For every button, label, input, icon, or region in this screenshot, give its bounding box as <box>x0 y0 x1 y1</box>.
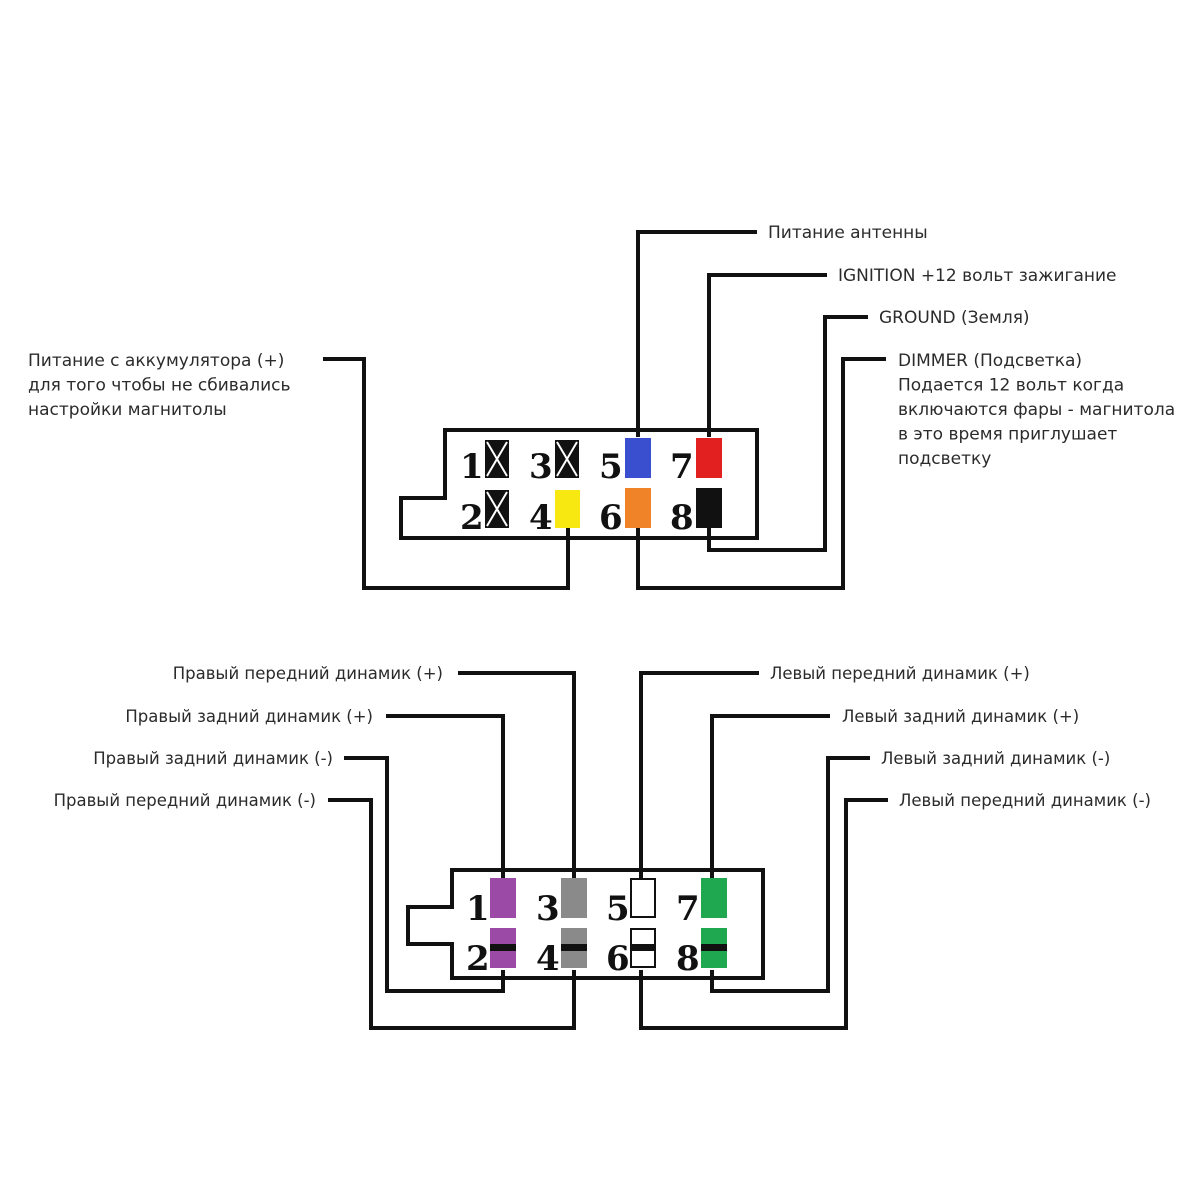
bottom-pin-3-slot <box>561 878 587 918</box>
top-pin-3-unused-mark <box>556 441 578 477</box>
bottom-pin-8: 8 <box>676 928 727 979</box>
bottom-pin-5-number: 5 <box>606 889 630 929</box>
wire-ignition <box>707 273 827 437</box>
label-dimmer: DIMMER (Подсветка) Подается 12 вольт ког… <box>898 351 1181 469</box>
bottom-pin-7-slot <box>701 878 727 918</box>
top-pin-7-slot <box>696 438 722 478</box>
top-pin-5-slot <box>625 438 651 478</box>
label-battery-line-1: Питание с аккумулятора (+) <box>28 351 284 371</box>
bottom-pin-2-number: 2 <box>466 939 490 979</box>
top-connector: 1 2 3 4 5 6 7 8 <box>28 223 1181 590</box>
top-pin-4-slot <box>555 490 580 528</box>
bottom-pin-1: 1 <box>466 878 516 929</box>
label-right-rear-plus: Правый задний динамик (+) <box>125 707 373 726</box>
label-dimmer-line-5: подсветку <box>898 449 991 469</box>
label-left-front-plus: Левый передний динамик (+) <box>770 664 1030 683</box>
top-pin-8: 8 <box>670 488 722 538</box>
top-pin-1-number: 1 <box>460 447 484 487</box>
label-antenna: Питание антенны <box>768 223 928 243</box>
label-left-front-minus: Левый передний динамик (-) <box>899 791 1151 810</box>
label-battery-line-3: настройки магнитолы <box>28 400 227 420</box>
wire-right-front-plus <box>458 671 576 878</box>
label-left-rear-minus: Левый задний динамик (-) <box>881 749 1110 768</box>
label-battery-line-2: для того чтобы не сбивались <box>28 376 291 396</box>
top-pin-4: 4 <box>529 490 580 538</box>
label-ignition: IGNITION +12 вольт зажигание <box>838 266 1117 286</box>
top-pin-1: 1 <box>460 440 509 487</box>
label-right-front-minus: Правый передний динамик (-) <box>54 791 316 810</box>
top-pin-8-slot <box>696 488 722 528</box>
bottom-pin-4: 4 <box>536 928 587 979</box>
bottom-pin-7-number: 7 <box>676 889 700 929</box>
wire-right-rear-plus <box>386 714 505 878</box>
top-pin-8-number: 8 <box>670 498 694 538</box>
label-battery: Питание с аккумулятора (+) для того чтоб… <box>28 351 296 420</box>
wire-left-rear-plus <box>710 714 830 878</box>
label-dimmer-line-4: в это время приглушает <box>898 425 1117 445</box>
bottom-pin-7: 7 <box>676 878 727 929</box>
top-pin-2-unused-mark <box>486 491 508 527</box>
bottom-pin-1-slot <box>490 878 516 918</box>
bottom-pin-8-number: 8 <box>676 939 700 979</box>
top-pin-3-number: 3 <box>529 447 553 487</box>
top-pin-6-slot <box>625 488 651 528</box>
top-pin-6: 6 <box>599 488 651 538</box>
bottom-pin-4-stripe <box>561 944 587 951</box>
top-pin-6-number: 6 <box>599 498 623 538</box>
top-pin-1-unused-mark <box>486 441 508 477</box>
bottom-pin-5-slot <box>630 878 656 918</box>
bottom-pin-3: 3 <box>536 878 587 929</box>
wire-left-front-plus <box>639 671 759 878</box>
bottom-pin-8-stripe <box>701 944 727 951</box>
top-pin-7: 7 <box>670 438 722 487</box>
label-dimmer-line-1: DIMMER (Подсветка) <box>898 351 1082 371</box>
bottom-pin-6: 6 <box>606 928 656 979</box>
bottom-pin-6-stripe <box>631 944 655 951</box>
top-pin-5: 5 <box>599 438 651 487</box>
wire-right-front-minus <box>328 798 576 1030</box>
bottom-pin-6-number: 6 <box>606 939 630 979</box>
bottom-pin-4-number: 4 <box>536 939 560 979</box>
top-pin-2-number: 2 <box>460 498 484 538</box>
top-pin-4-number: 4 <box>529 498 553 538</box>
label-right-rear-minus: Правый задний динамик (-) <box>93 749 333 768</box>
top-pin-3: 3 <box>529 440 579 487</box>
top-pin-7-number: 7 <box>670 447 694 487</box>
bottom-pin-3-number: 3 <box>536 889 560 929</box>
wire-dimmer <box>636 357 886 590</box>
label-dimmer-line-3: включаются фары - магнитола <box>898 400 1175 420</box>
wire-left-rear-minus <box>710 756 870 993</box>
bottom-pin-1-number: 1 <box>466 889 490 929</box>
top-pin-2: 2 <box>460 490 509 538</box>
wire-ground <box>707 315 868 552</box>
bottom-pin-2-stripe <box>490 944 516 951</box>
label-ground: GROUND (Земля) <box>879 308 1030 328</box>
bottom-pin-2: 2 <box>466 928 516 979</box>
wire-battery <box>323 357 570 590</box>
top-pin-5-number: 5 <box>599 447 623 487</box>
label-left-rear-plus: Левый задний динамик (+) <box>842 707 1079 726</box>
wire-antenna <box>636 230 757 437</box>
wire-right-rear-minus <box>344 756 505 993</box>
bottom-pin-5: 5 <box>606 878 656 929</box>
bottom-connector: 1 2 3 4 5 6 7 8 <box>54 664 1151 1030</box>
label-right-front-plus: Правый передний динамик (+) <box>173 664 443 683</box>
wire-left-front-minus <box>639 798 888 1030</box>
label-dimmer-line-2: Подается 12 вольт когда <box>898 376 1124 396</box>
